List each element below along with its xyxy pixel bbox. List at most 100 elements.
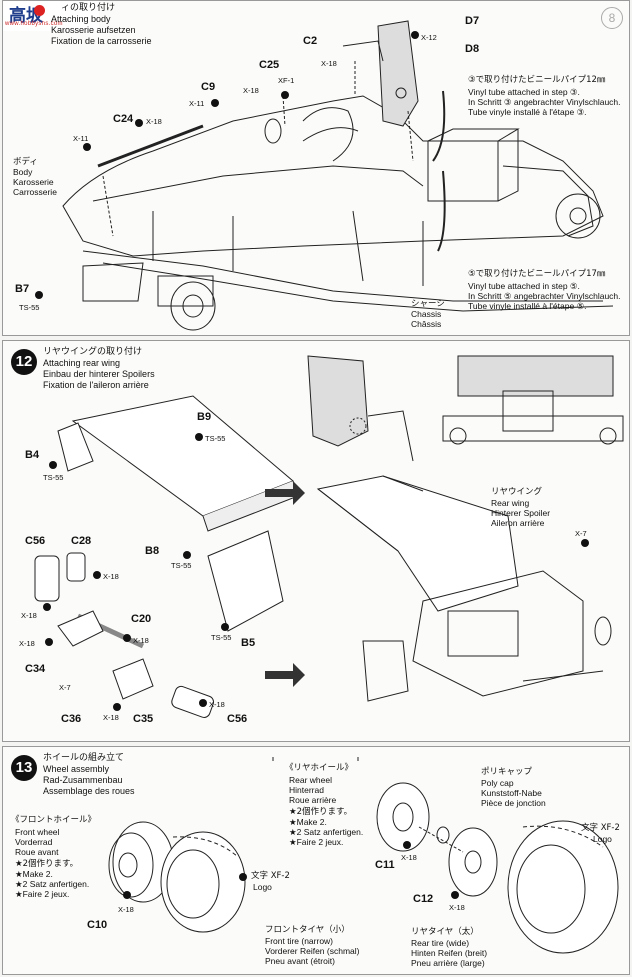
note1-jp: ③で取り付けたビニールパイプ12㎜: [468, 75, 606, 85]
front-tire-label-jp: フロントタイヤ（小）: [265, 925, 350, 935]
front-wheel-title-en: Front wheel: [15, 827, 60, 837]
part-ts55-d: TS-55: [211, 633, 232, 642]
part-x18-e: X-18: [103, 713, 119, 722]
part-x18-c: X-18: [146, 117, 162, 126]
step-number-13: 13: [11, 755, 37, 781]
screw-icon: [195, 433, 203, 441]
screw-icon: [113, 703, 121, 711]
polycap-label-jp: ポリキャップ: [481, 767, 533, 777]
part-b9: B9: [197, 411, 212, 423]
part-b4: B4: [25, 449, 40, 461]
body-label-de: Karosserie: [13, 177, 54, 187]
part-ts55-a: TS-55: [205, 434, 226, 443]
front-wheel-title-de: Vorderrad: [15, 837, 53, 847]
part-c28: C28: [71, 535, 92, 547]
part-c11: C11: [375, 859, 395, 871]
part-c56-b: C56: [227, 713, 248, 725]
screw-icon: [403, 841, 411, 849]
rear-wing-label-de: Hinterer Spoiler: [491, 508, 551, 518]
screw-icon: [183, 551, 191, 559]
part-c9: C9: [201, 81, 216, 93]
front-tire-label-en: Front tire (narrow): [265, 936, 334, 946]
chassis-label-en: Chassis: [411, 309, 442, 319]
screw-icon: [49, 461, 57, 469]
part-x18-a: X-18: [118, 905, 134, 914]
screw-icon: [281, 91, 289, 99]
body-chassis-drawing: [62, 20, 614, 331]
step13-header-de: Rad-Zusammenbau: [43, 775, 123, 785]
screw-icon: [211, 99, 219, 107]
body-label-jp: ボディ: [13, 157, 38, 167]
part-c2: C2: [303, 35, 318, 47]
rear-tire-label-de: Hinten Reifen (breit): [411, 948, 488, 958]
part-xf1: XF-1: [278, 76, 295, 85]
rear-tire-label-en: Rear tire (wide): [411, 938, 470, 948]
front-make-fr: ★Faire 2 jeux.: [15, 889, 70, 899]
part-c24: C24: [113, 113, 134, 125]
wheel-assembly-drawing: [108, 757, 619, 954]
step-11-panel: 高坂 www.hobbysns.com ィの取り付け Attaching bod…: [2, 0, 630, 336]
part-x18-b: X-18: [401, 853, 417, 862]
screw-icon: [135, 119, 143, 127]
step12-header-jp: リヤウイングの取り付け: [43, 347, 143, 357]
rear-wheel-title-jp: 《リヤホイール》: [285, 763, 354, 773]
part-c20: C20: [131, 613, 152, 625]
polycap-label-de: Kunststoff-Nabe: [481, 788, 542, 798]
front-logo-jp: 文字 XF-2: [251, 871, 290, 881]
watermark-dot-icon: [34, 5, 45, 16]
step13-header-en: Wheel assembly: [43, 764, 110, 774]
part-x7-b: X-7: [575, 529, 587, 538]
body-label-fr: Carrosserie: [13, 187, 57, 197]
screw-icon: [581, 539, 589, 547]
screw-icon: [199, 699, 207, 707]
note1-de: In Schritt ③ angebrachter Vinylschlauch.: [468, 97, 621, 107]
step13-header-fr: Assemblage des roues: [43, 786, 135, 796]
step11-header-fr: Fixation de la carrosserie: [51, 36, 152, 46]
part-x18-f: X-18: [209, 700, 225, 709]
part-c35: C35: [133, 713, 154, 725]
part-c10: C10: [87, 919, 108, 931]
screw-icon: [45, 638, 53, 646]
step11-header-en: Attaching body: [51, 14, 111, 24]
screw-icon: [123, 891, 131, 899]
screw-icon: [93, 571, 101, 579]
polycap-label-en: Poly cap: [481, 778, 514, 788]
polycap-label-fr: Pièce de jonction: [481, 798, 546, 808]
rear-wing-label-fr: Aileron arrière: [491, 518, 545, 528]
screw-icon: [35, 291, 43, 299]
part-b5: B5: [241, 637, 256, 649]
part-x18-b: X-18: [21, 611, 37, 620]
note2-fr: Tube vinyle installé à l'étape ⑤.: [468, 301, 587, 311]
part-ts55-b: TS-55: [43, 473, 64, 482]
rear-tire-label-jp: リヤタイヤ（太）: [411, 927, 479, 937]
note2-jp: ⑤で取り付けたビニールパイプ17㎜: [468, 269, 606, 279]
step11-header-jp: ィの取り付け: [61, 3, 116, 13]
part-c36: C36: [61, 713, 82, 725]
part-x18-a: X-18: [321, 59, 337, 68]
screw-icon: [221, 623, 229, 631]
step12-header-de: Einbau der hinterer Spoilers: [43, 369, 155, 379]
front-tire-label-fr: Pneu avant (étroit): [265, 956, 335, 966]
rear-make-de: ★2 Satz anfertigen.: [289, 827, 364, 837]
step12-header-fr: Fixation de l'aileron arrière: [43, 380, 149, 390]
part-ts55-c: TS-55: [171, 561, 192, 570]
rear-tire-label-fr: Pneu arrière (large): [411, 958, 485, 968]
part-x7-a: X-7: [59, 683, 71, 692]
body-label-en: Body: [13, 167, 33, 177]
rear-wheel-title-de: Hinterrad: [289, 785, 324, 795]
part-x18-d: X-18: [19, 639, 35, 648]
front-wheel-title-jp: 《フロントホイール》: [11, 815, 97, 825]
rear-wheel-title-en: Rear wheel: [289, 775, 332, 785]
part-x12: X-12: [421, 33, 437, 42]
step13-header-jp: ホイールの組み立て: [43, 753, 125, 763]
front-tire-label-de: Vorderer Reifen (schmal): [265, 946, 360, 956]
part-x18-c: X-18: [449, 903, 465, 912]
part-ts55: TS-55: [19, 303, 40, 312]
part-b8: B8: [145, 545, 160, 557]
note1-fr: Tube vinyle installé à l'étape ③.: [468, 107, 587, 117]
screw-icon: [411, 31, 419, 39]
rear-logo-jp: 文字 XF-2: [581, 823, 620, 833]
front-make-de: ★2 Satz anfertigen.: [15, 879, 90, 889]
note1-en: Vinyl tube attached in step ③.: [468, 87, 580, 97]
